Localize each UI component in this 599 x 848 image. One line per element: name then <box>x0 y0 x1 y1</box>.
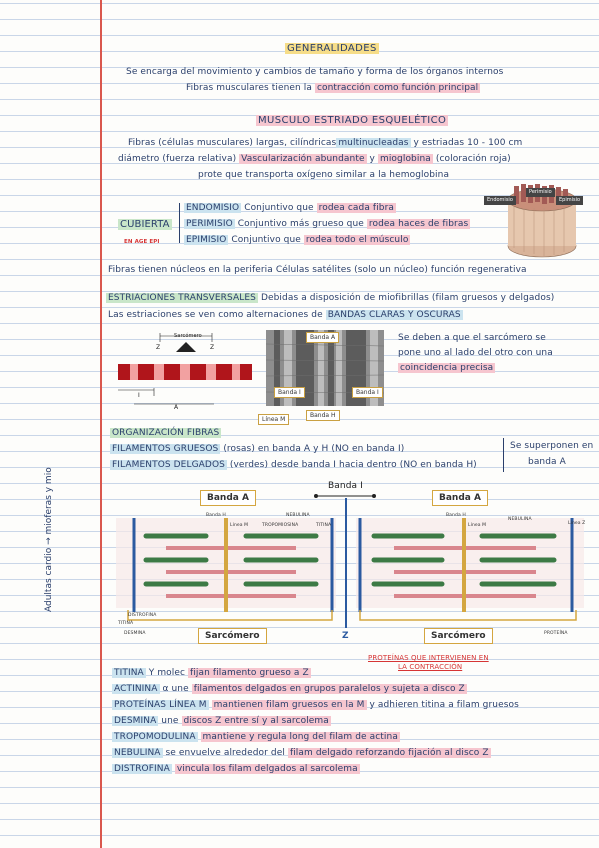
sarcomere-protein-diagram: Banda A Banda I Banda A Sarcómero Sarcóm… <box>106 478 594 650</box>
organizacion-title: ORGANIZACIÓN FIBRAS <box>110 428 222 438</box>
diagram-small-label: Línea Z <box>568 521 586 526</box>
schematic-label-z1: Z <box>156 344 161 351</box>
diagram-label-sarcomero-right: Sarcómero <box>424 628 493 644</box>
diagram-small-label: Banda H <box>206 513 226 518</box>
diagram-small-label: DISTROFINA <box>128 613 157 618</box>
diagram-small-label: TROPOMIOSINA <box>262 523 299 528</box>
cubierta-sublabel: EN AGE EPI <box>124 239 160 245</box>
micrograph-label-banda-a: Banda A <box>306 332 340 343</box>
musculo-line-1: Fibras (células musculares) largas, cilí… <box>128 138 523 148</box>
organizacion-note-2: banda A <box>528 457 566 467</box>
schematic-label-m: M <box>184 344 190 351</box>
notebook-margin-line <box>100 0 102 848</box>
micrograph-label-banda-i-left: Banda I <box>274 387 305 398</box>
diagram-small-label: TITINA <box>316 523 332 528</box>
cubierta-bracket <box>179 203 180 243</box>
estriaciones-line-2: Las estriaciones se ven como alternacion… <box>108 310 463 320</box>
schematic-label-a: A <box>174 404 179 411</box>
protein-row-titina: TITINA Y molec fijan filamento grueso a … <box>112 668 311 678</box>
cubierta-row-perimisio: PERIMISIO Conjuntivo más grueso que rode… <box>184 219 471 229</box>
diagram-label-sarcomero-left: Sarcómero <box>198 628 267 644</box>
estriaciones-note-1: Se deben a que el sarcómero se <box>398 333 546 343</box>
musculo-line-3: prote que transporta oxígeno similar a l… <box>198 170 450 180</box>
diagram-label-banda-a-right: Banda A <box>432 490 488 506</box>
fig-label-perimisio: Perimisio <box>526 188 555 197</box>
diagram-small-label: TITINA <box>118 621 134 626</box>
nucleos-line: Fibras tienen núcleos en la periferia Cé… <box>108 265 527 275</box>
proteinas-header-1: PROTEÍNAS QUE INTERVIENEN EN <box>368 654 489 662</box>
diagram-small-label: DESMINA <box>124 631 146 636</box>
diagram-small-label: NEBULINA <box>286 513 310 518</box>
schematic-label-sarcomere: Sarcómero <box>174 333 202 339</box>
section-title-musculo: MUSCULO ESTRIADO ESQUELÉTICO <box>256 115 449 126</box>
organizacion-note-1: Se superponen en <box>510 441 594 451</box>
protein-row-desmina: DESMINA une discos Z entre sí y al sarco… <box>112 716 331 726</box>
organizacion-line-1: FILAMENTOS GRUESOS (rosas) en banda A y … <box>110 444 405 454</box>
organizacion-line-2: FILAMENTOS DELGADOS (verdes) desde banda… <box>110 460 477 470</box>
micrograph-label-banda-h: Banda H <box>306 410 340 421</box>
diagram-label-z: Z <box>342 631 349 641</box>
protein-row-distrofina: DISTROFINA vincula los filam delgados al… <box>112 764 360 774</box>
cubierta-label: CUBIERTA <box>118 219 172 230</box>
protein-row-actinina: ACTININA α une filamentos delgados en gr… <box>112 684 467 694</box>
muscle-micrograph: Banda A Banda I Banda I Línea M Banda H <box>258 330 385 425</box>
organizacion-bracket <box>503 438 504 472</box>
micrograph-label-linea-m: Línea M <box>258 414 290 425</box>
generalidades-line-2: Fibras musculares tienen la contracción … <box>186 83 481 93</box>
generalidades-line-1: Se encarga del movimiento y cambios de t… <box>126 67 504 77</box>
diagram-label-banda-i: Banda I <box>328 481 363 491</box>
schematic-label-z2: Z <box>210 344 215 351</box>
diagram-small-label: Banda H <box>446 513 466 518</box>
estriaciones-note-3: coincidencia precisa <box>398 363 496 373</box>
diagram-small-label: PROTEÍNA <box>544 631 568 636</box>
protein-row-nebulina: NEBULINA se envuelve alrededor del filam… <box>112 748 491 758</box>
diagram-small-label: NEBULINA <box>508 517 532 522</box>
sarcomere-schematic: Sarcómero Z M Z I A <box>114 330 256 414</box>
fig-label-epimisio: Epimisio <box>556 196 584 205</box>
schematic-label-i: I <box>138 392 140 399</box>
muscle-bundle-illustration: Endomisio Perimisio Epimisio <box>484 184 584 260</box>
side-note: Adultas cardio → mioferas y mio <box>44 467 54 612</box>
cubierta-row-endomisio: ENDOMISIO Conjuntivo que rodea cada fibr… <box>184 203 397 213</box>
section-title-generalidades: GENERALIDADES <box>285 43 379 54</box>
micrograph-label-banda-i-right: Banda I <box>352 387 383 398</box>
estriaciones-note-2: pone uno al lado del otro con una <box>398 348 553 358</box>
protein-row-tropomodulina: TROPOMODULINA mantiene y regula long del… <box>112 732 400 742</box>
protein-row-lineam: PROTEÍNAS LÍNEA M mantienen filam grueso… <box>112 700 519 710</box>
fig-label-endomisio: Endomisio <box>484 196 516 205</box>
estriaciones-line-1: ESTRIACIONES TRANSVERSALES Debidas a dis… <box>106 293 555 303</box>
cubierta-row-epimisio: EPIMISIO Conjuntivo que rodea todo el mú… <box>184 235 411 245</box>
musculo-line-2: diámetro (fuerza relativa) Vascularizaci… <box>118 154 511 164</box>
diagram-label-banda-a-left: Banda A <box>200 490 256 506</box>
proteinas-header-2: LA CONTRACCIÓN <box>398 663 463 671</box>
diagram-small-label: Línea M <box>230 523 249 528</box>
diagram-small-label: Línea M <box>468 523 487 528</box>
